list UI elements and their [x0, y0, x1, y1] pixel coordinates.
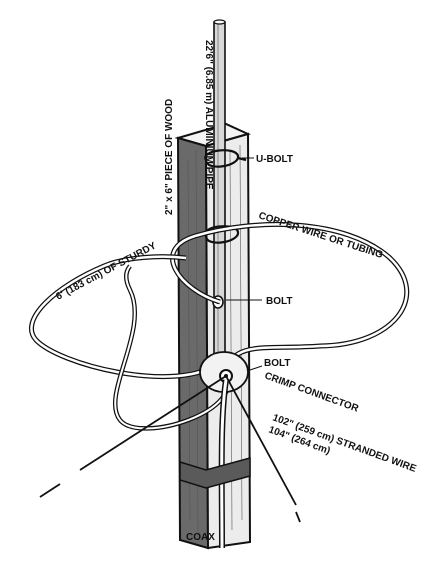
- label-u-bolt: U-BOLT: [256, 154, 293, 165]
- u-bolt-lower: [204, 225, 240, 244]
- copper-loop: [28, 221, 410, 431]
- u-bolt-upper: [204, 149, 247, 168]
- label-bolt-lower: BOLT: [264, 358, 290, 369]
- label-wood: 2" x 6" PIECE OF WOOD: [164, 99, 175, 215]
- label-copper: COPPER WIRE OR TUBING: [257, 210, 384, 261]
- label-coax: COAX: [186, 532, 215, 543]
- coax-cable: [218, 379, 229, 549]
- leader-lines: [226, 157, 263, 371]
- label-bolt-upper: BOLT: [266, 296, 292, 307]
- aluminium-pipe: [213, 19, 226, 371]
- label-crimp: CRIMP CONNECTOR: [263, 370, 361, 414]
- stranded-wire: [39, 375, 301, 523]
- label-sturdy: 6' (183 cm) OF STURDY: [54, 240, 158, 302]
- label-aluminium-pipe: 22'6" (6.85 m) ALUMINIUM PIPE: [203, 40, 214, 190]
- strap-band: [179, 457, 251, 489]
